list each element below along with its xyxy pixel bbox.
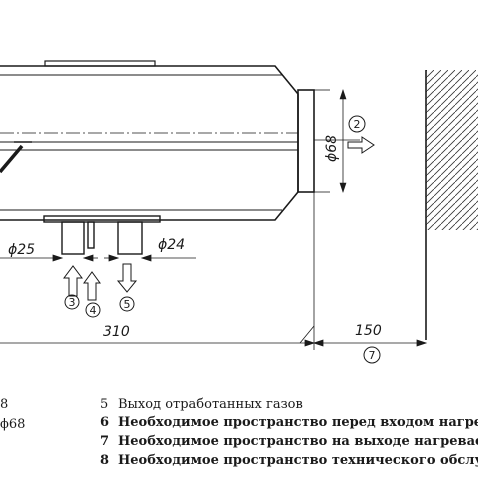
callout-4: 4 [85, 302, 101, 318]
outlet-flange [297, 89, 360, 193]
inlet-air-arrow [63, 265, 83, 297]
pipe-dimension-lines [0, 254, 196, 262]
length-main-label: 310 [103, 324, 130, 340]
callout-5: 5 [119, 296, 135, 312]
outlet-flow-arrow [347, 136, 375, 154]
internal-shaft [0, 132, 298, 174]
svg-text:3: 3 [69, 296, 76, 309]
pipe-left-diameter-label: ϕ25 [8, 242, 35, 258]
heater-body [0, 60, 299, 221]
callout-2: 2 [348, 115, 366, 133]
legend-left-line-2: ϕ68 [0, 417, 26, 432]
callout-7: 7 [363, 346, 381, 364]
svg-text:2: 2 [354, 118, 361, 131]
svg-text:5: 5 [124, 298, 131, 311]
clearance-wall-label: 150 [355, 323, 382, 339]
legend-left-line-1: 8 [0, 397, 9, 412]
callout-3: 3 [64, 294, 80, 310]
wall [425, 70, 478, 340]
length-dimension-lines [0, 192, 428, 350]
pipe-right-diameter-label: ϕ24 [158, 237, 185, 253]
fuel-arrow [83, 271, 101, 301]
bottom-pipes [43, 215, 161, 255]
outlet-diameter-label: ϕ68 [324, 135, 340, 162]
exhaust-arrow [116, 263, 138, 293]
svg-text:4: 4 [90, 304, 97, 317]
svg-text:7: 7 [369, 349, 376, 362]
